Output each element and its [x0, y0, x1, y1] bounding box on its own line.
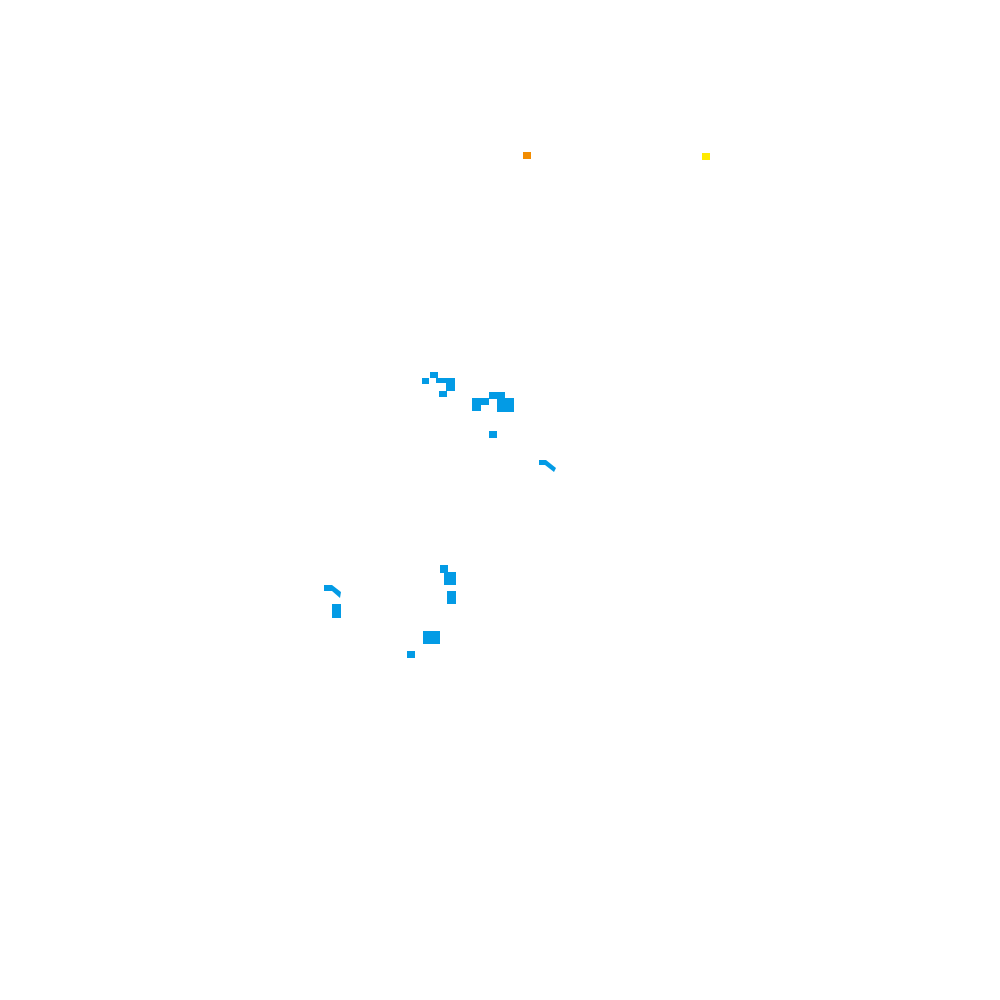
map-markers: [523, 152, 710, 160]
water-patch: [439, 391, 447, 397]
water-patch: [480, 398, 489, 405]
water-patch: [440, 565, 448, 573]
water-patch: [444, 572, 456, 585]
water-patch: [447, 591, 456, 604]
orange-marker[interactable]: [523, 152, 531, 159]
water-patch: [332, 604, 341, 618]
water-patch: [430, 372, 438, 378]
water-patch: [446, 378, 455, 391]
water-patch: [423, 631, 440, 644]
water-stroke: [539, 460, 556, 472]
water-patch: [472, 398, 481, 411]
water-patch: [422, 378, 429, 384]
water-stroke: [324, 585, 341, 598]
water-patch: [407, 651, 415, 658]
water-features: [324, 372, 556, 658]
water-patch: [497, 398, 514, 412]
water-patch: [489, 431, 497, 438]
yellow-marker[interactable]: [702, 153, 710, 160]
water-patch: [436, 378, 446, 383]
water-patch: [489, 392, 505, 399]
